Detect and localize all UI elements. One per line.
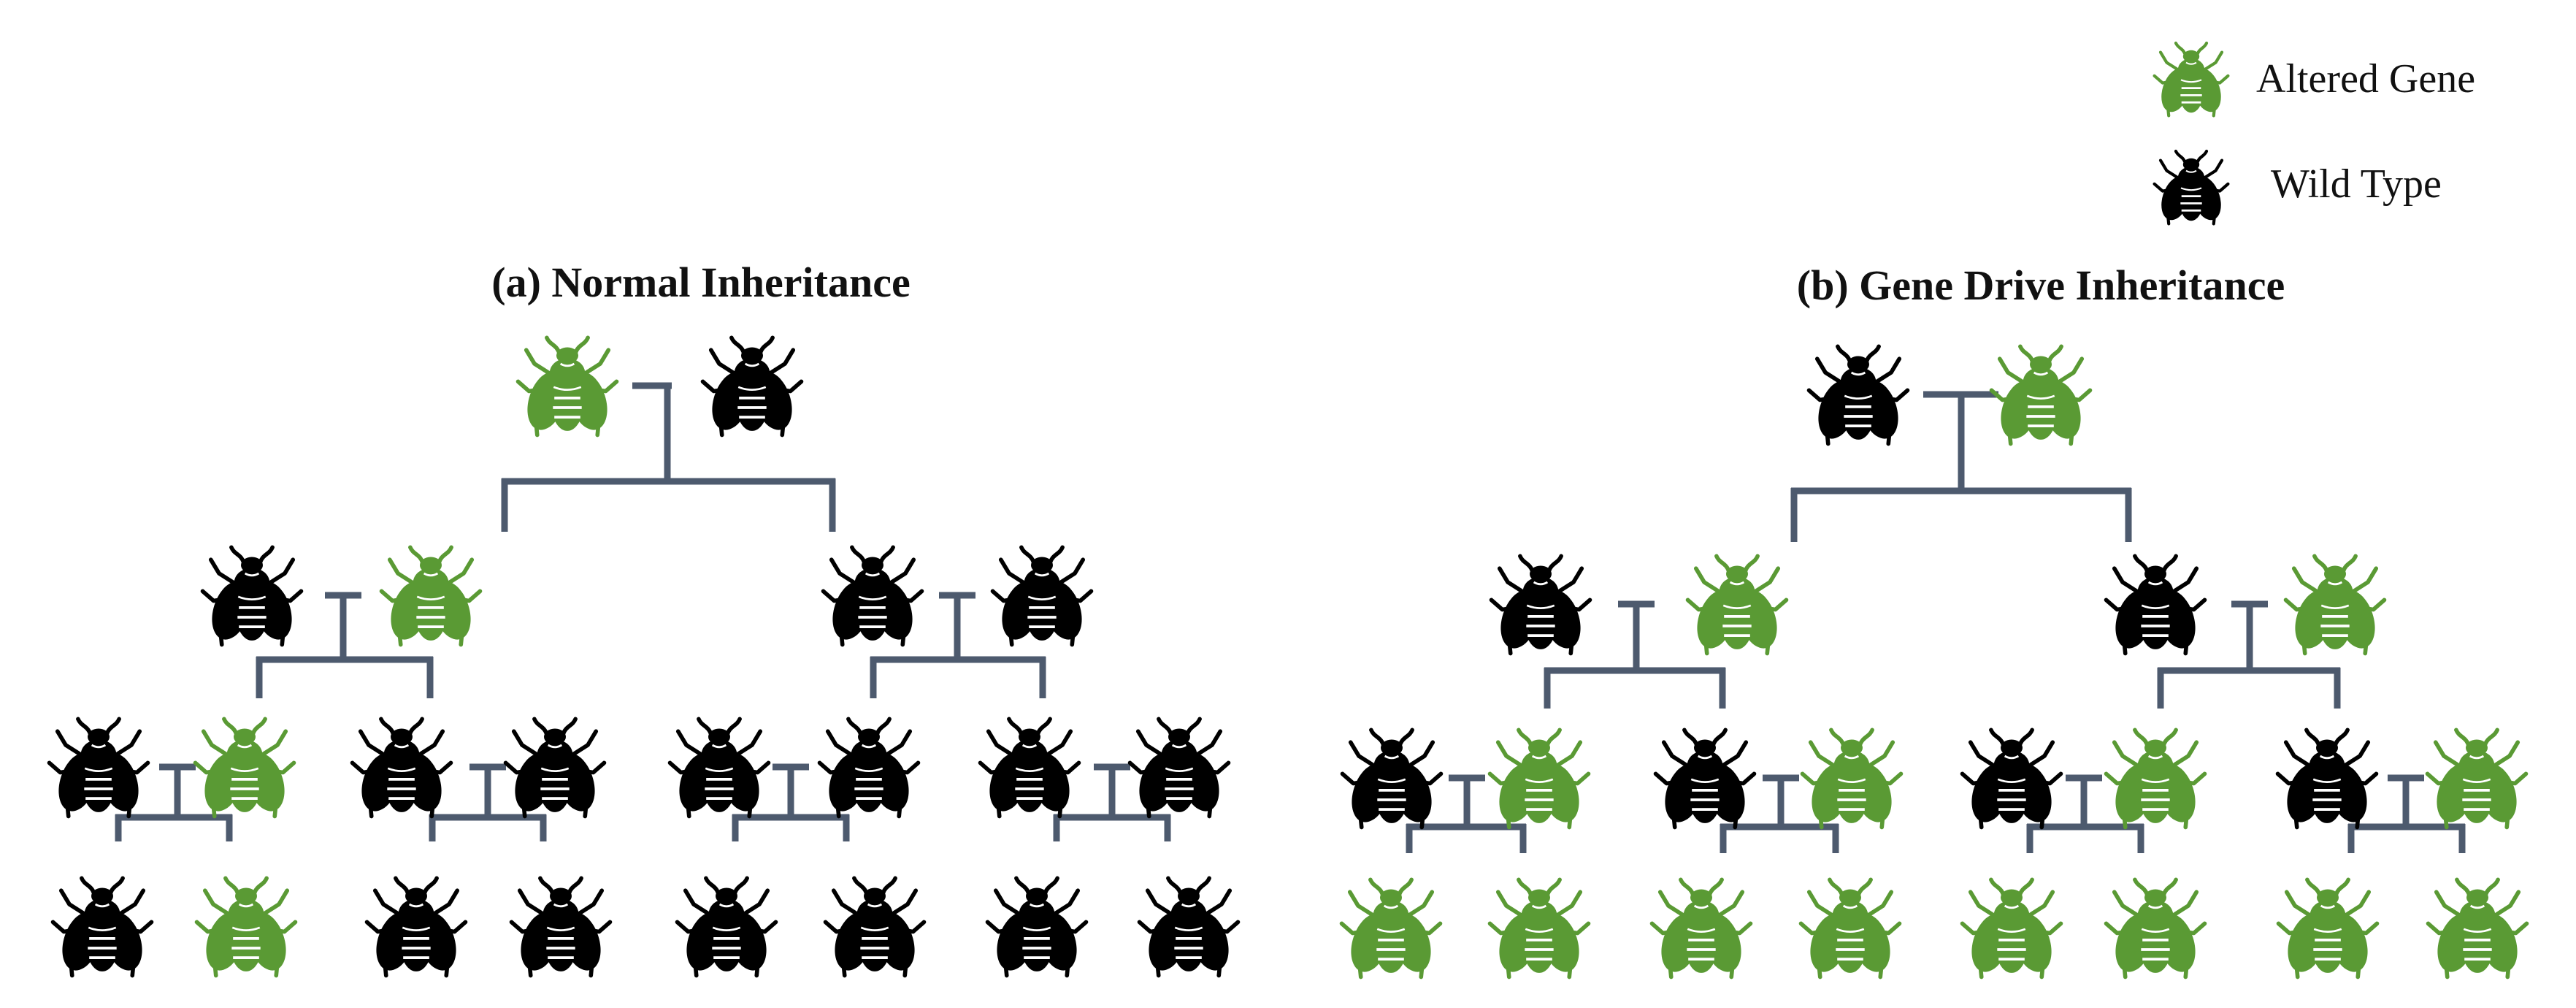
panel-b-altered-fly-icon [1801, 879, 1900, 977]
panel-b-wild-fly-icon [1492, 556, 1590, 653]
panel-b-connector-gen2-left [1544, 600, 1726, 709]
panel-b-altered-fly-icon [1688, 556, 1787, 653]
panel-b-wild-fly-icon [1963, 730, 2061, 827]
panel-a-altered-fly-icon [518, 337, 617, 435]
panel-a-wild-fly-icon [703, 337, 802, 435]
panel-b-title: (b) Gene Drive Inheritance [1797, 261, 2285, 309]
panel-b-altered-fly-icon [1992, 346, 2090, 443]
panel-a-wild-fly-icon [981, 719, 1079, 816]
panel-b-altered-fly-icon [1490, 730, 1589, 827]
legend-altered-label: Altered Gene [2256, 56, 2475, 102]
panel-b-connector-gen3-1 [1406, 774, 1527, 853]
panel-a-wild-fly-icon [988, 878, 1086, 975]
panel-a-wild-fly-icon [993, 547, 1092, 644]
panel-a-wild-fly-icon [203, 547, 302, 644]
panel-a-connector-gen2-right [870, 592, 1046, 698]
panel-a-connector-gen3-3 [732, 763, 850, 841]
panel-b-altered-fly-icon [2286, 556, 2385, 653]
panel-b-wild-fly-icon [1656, 730, 1755, 827]
panel-a-title: (a) Normal Inheritance [491, 259, 910, 306]
panel-a-wild-fly-icon [820, 719, 919, 816]
panel-b-altered-fly-icon [1652, 879, 1751, 977]
legend-wild-fly-icon [2155, 151, 2228, 224]
legend-altered-fly-icon [2155, 43, 2228, 115]
panel-a-connectors [115, 382, 1171, 841]
panel-a-wild-fly-icon [512, 878, 610, 975]
panel-a-connector-gen3-1 [115, 763, 233, 841]
panel-b-connector-gen1 [1790, 391, 2132, 542]
panel-b-connector-gen3-3 [2026, 774, 2144, 853]
panel-a-connector-gen3-2 [429, 763, 547, 841]
panel-b-wild-fly-icon [2107, 556, 2205, 653]
panel-b-altered-fly-icon [2107, 730, 2205, 827]
panel-b-connector-gen3-4 [2347, 774, 2466, 853]
panel-b-connectors [1406, 391, 2466, 853]
panel-a-wild-fly-icon [50, 719, 148, 816]
panel-a-wild-fly-icon [506, 719, 605, 816]
panel-b-connector-gen2-right [2157, 600, 2341, 709]
panel-b-altered-fly-icon [2428, 730, 2526, 827]
panel-a-altered-fly-icon [197, 878, 296, 975]
panel-a-connector-gen3-4 [1053, 763, 1171, 841]
panel-a-altered-fly-icon [196, 719, 294, 816]
panel-a-connector-gen2-left [256, 592, 434, 698]
panel-a-wild-fly-icon [53, 878, 152, 975]
panel-b-altered-fly-icon [2107, 879, 2205, 977]
legend: Altered Gene Wild Type [2155, 43, 2475, 224]
panel-a-wild-fly-icon [1130, 719, 1229, 816]
panel-a-connector-gen1 [501, 382, 836, 532]
panel-b-altered-fly-icon [2429, 879, 2527, 977]
legend-wild-label: Wild Type [2271, 161, 2442, 207]
panel-b-altered-fly-icon [1342, 879, 1441, 977]
panel-a-wild-fly-icon [1140, 878, 1238, 975]
panel-b-altered-fly-icon [1803, 730, 1901, 827]
panel-a-wild-fly-icon [678, 878, 776, 975]
panel-a-wild-fly-icon [670, 719, 769, 816]
panel-b-wild-fly-icon [1809, 346, 1908, 443]
panel-a-wild-fly-icon [353, 719, 451, 816]
panel-b-altered-fly-icon [1490, 879, 1589, 977]
panel-b-altered-fly-icon [2279, 879, 2377, 977]
panel-a-altered-fly-icon [382, 547, 480, 644]
panel-a-wild-fly-icon [824, 547, 922, 644]
panel-b-wild-fly-icon [2278, 730, 2377, 827]
panel-b-connector-gen3-2 [1720, 774, 1839, 853]
panel-b-wild-fly-icon [1343, 730, 1441, 827]
panel-a-wild-fly-icon [367, 878, 466, 975]
panel-a-wild-fly-icon [826, 878, 924, 975]
panel-b-altered-fly-icon [1963, 879, 2061, 977]
